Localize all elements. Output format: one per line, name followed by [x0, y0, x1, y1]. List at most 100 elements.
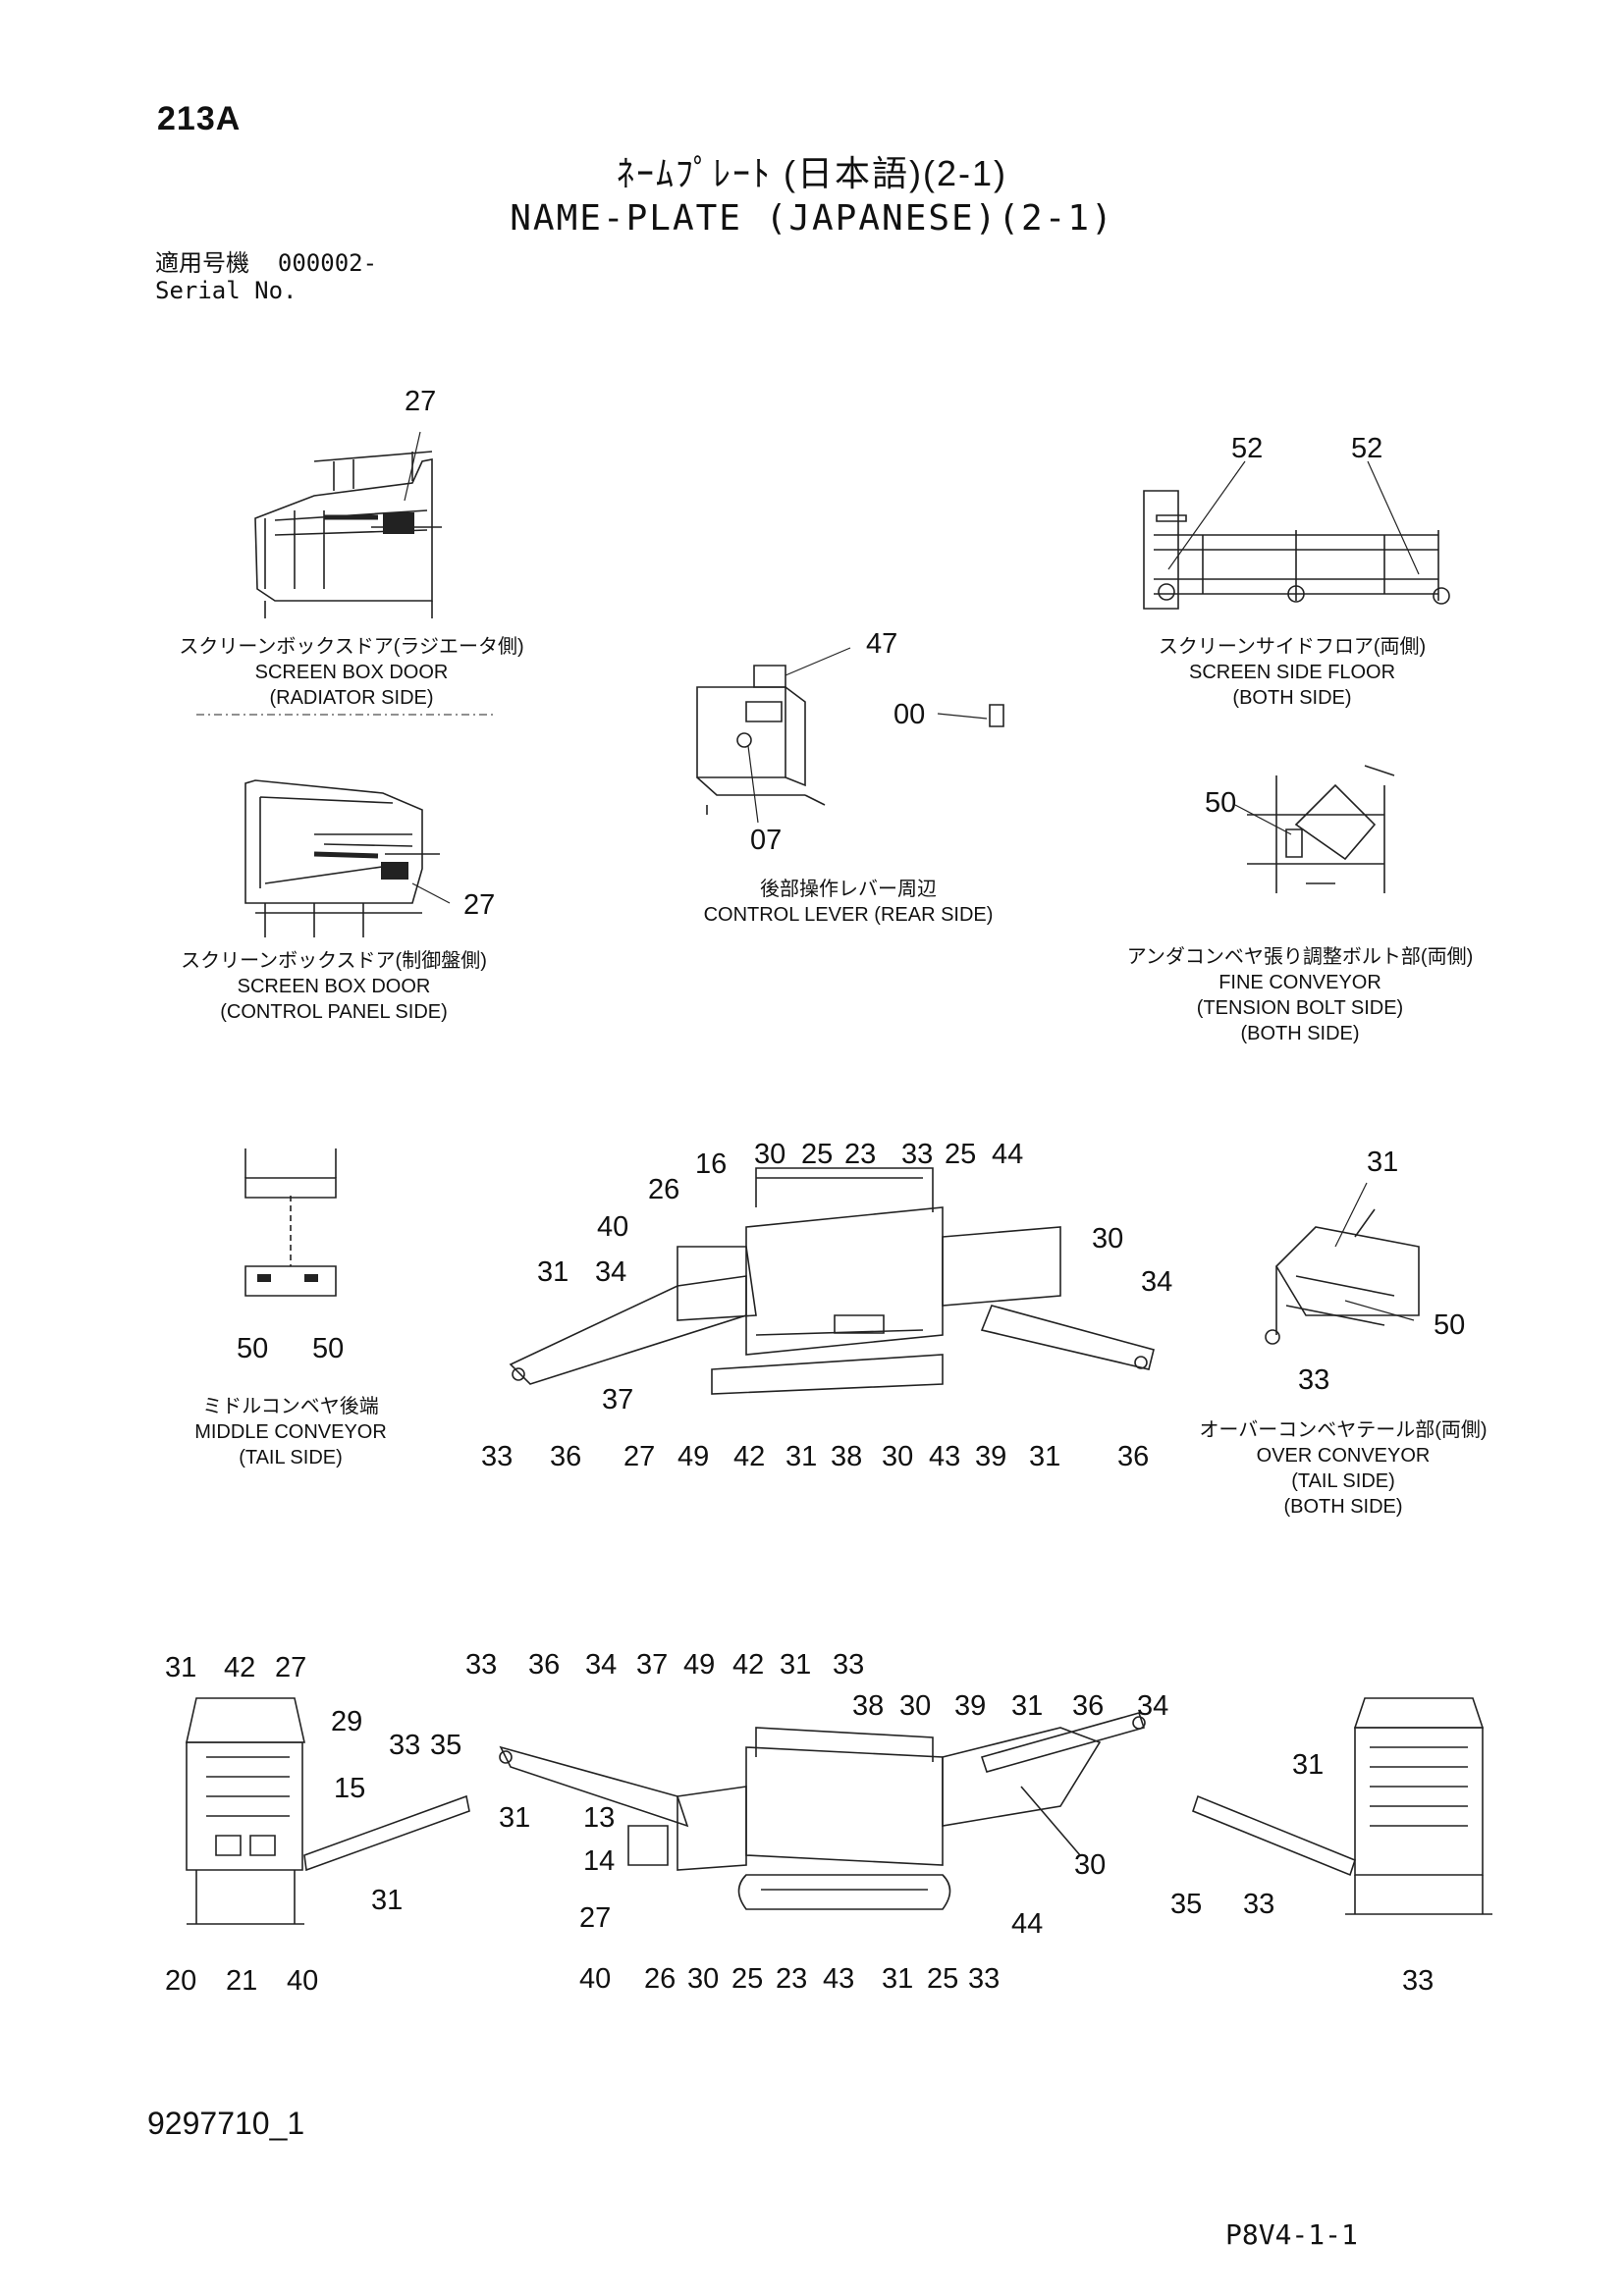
caption-en: MIDDLE CONVEYOR: [194, 1421, 387, 1443]
callout-number: 31: [1011, 1690, 1044, 1722]
caption-en: CONTROL LEVER (REAR SIDE): [703, 904, 994, 926]
callout-number: 33: [465, 1649, 498, 1681]
callout-number: 50: [312, 1333, 345, 1364]
callout-number: 31: [499, 1802, 531, 1834]
callout-number: 36: [1072, 1690, 1105, 1722]
callout-number: 27: [579, 1902, 612, 1934]
caption-fine-conveyor: アンダコンベヤ張り調整ボルト部(両側) FINE CONVEYOR (TENSI…: [1127, 944, 1474, 1046]
callout-number: 33: [1243, 1889, 1275, 1920]
callout-number: 00: [893, 699, 926, 730]
callout-number: 50: [1434, 1309, 1466, 1341]
callout-number: 34: [595, 1256, 627, 1288]
middle-conveyor-drawing: [245, 1148, 336, 1296]
caption-screen-box-radiator: スクリーンボックスドア(ラジエータ側) SCREEN BOX DOOR (RAD…: [179, 634, 523, 711]
caption-en-sub: (CONTROL PANEL SIDE): [220, 1001, 448, 1023]
callout-number: 30: [882, 1441, 914, 1472]
callout-number: 40: [579, 1963, 612, 1995]
callout-number: 07: [750, 825, 783, 856]
callout-number: 13: [583, 1802, 616, 1834]
caption-screen-side-floor: スクリーンサイドフロア(両側) SCREEN SIDE FLOOR (BOTH …: [1159, 634, 1426, 711]
callout-number: 25: [731, 1963, 764, 1995]
callout-number: 38: [831, 1441, 863, 1472]
callout-number: 49: [683, 1649, 716, 1681]
caption-en-sub: (TAIL SIDE): [1291, 1470, 1395, 1492]
callout-number: 14: [583, 1845, 616, 1877]
callout-number: 36: [1117, 1441, 1150, 1472]
serial-label-en: Serial No.: [155, 277, 298, 304]
callout-number: 31: [371, 1885, 404, 1916]
callout-number: 47: [866, 628, 898, 660]
callout-number: 30: [687, 1963, 720, 1995]
caption-control-lever: 後部操作レバー周辺 CONTROL LEVER (REAR SIDE): [704, 877, 994, 928]
callout-number: 36: [550, 1441, 582, 1472]
callout-number: 33: [901, 1139, 934, 1170]
callout-number: 31: [165, 1652, 197, 1683]
callout-number: 37: [602, 1384, 634, 1415]
caption-en-sub: (TAIL SIDE): [239, 1447, 343, 1468]
callout-number: 33: [833, 1649, 865, 1681]
caption-jp: スクリーンボックスドア(ラジエータ側): [179, 636, 524, 658]
callout-number: 25: [801, 1139, 834, 1170]
callout-number: 38: [852, 1690, 885, 1722]
caption-en: SCREEN SIDE FLOOR: [1188, 662, 1396, 683]
callout-number: 50: [1205, 787, 1237, 819]
callout-number: 50: [237, 1333, 269, 1364]
control-lever-drawing: [697, 666, 1003, 815]
over-conveyor-drawing: [1266, 1209, 1419, 1344]
caption-en-sub: (TENSION BOLT SIDE): [1196, 997, 1404, 1019]
caption-jp: ミドルコンベヤ後端: [202, 1396, 379, 1417]
callout-number: 16: [695, 1148, 728, 1180]
callout-number: 44: [992, 1139, 1024, 1170]
caption-jp: 後部操作レバー周辺: [760, 879, 937, 900]
caption-en-sub: (BOTH SIDE): [1232, 687, 1352, 709]
title-japanese: ﾈｰﾑﾌﾟﾚｰﾄ (日本語)(2-1): [617, 153, 1007, 193]
callout-number: 27: [463, 889, 496, 921]
callout-number: 30: [1092, 1223, 1124, 1255]
callout-number: 33: [389, 1730, 421, 1761]
callout-number: 26: [648, 1174, 680, 1205]
front-view-drawing: [187, 1698, 469, 1924]
callout-number: 34: [585, 1649, 618, 1681]
callout-number: 35: [430, 1730, 462, 1761]
callout-number: 42: [224, 1652, 256, 1683]
screen-box-radiator-drawing: [255, 452, 442, 618]
callout-number: 23: [844, 1139, 877, 1170]
callout-number: 30: [1074, 1849, 1107, 1881]
callout-number: 39: [954, 1690, 987, 1722]
callout-number: 29: [331, 1706, 363, 1737]
callout-number: 27: [275, 1652, 307, 1683]
caption-en-sub2: (BOTH SIDE): [1240, 1023, 1360, 1044]
callout-number: 20: [165, 1965, 197, 1997]
callout-number: 35: [1170, 1889, 1203, 1920]
caption-en: SCREEN BOX DOOR: [254, 662, 449, 683]
screen-side-floor-drawing: [1144, 491, 1449, 609]
caption-jp: スクリーンサイドフロア(両側): [1158, 636, 1427, 658]
callout-number: 34: [1141, 1266, 1173, 1298]
serial-label-jp: 適用号機: [155, 249, 249, 277]
callout-number: 34: [1137, 1690, 1169, 1722]
callout-number: 42: [733, 1441, 766, 1472]
callout-number: 44: [1011, 1908, 1044, 1940]
caption-screen-box-control: スクリーンボックスドア(制御盤側) SCREEN BOX DOOR (CONTR…: [181, 948, 487, 1025]
rear-view-drawing: [1193, 1698, 1492, 1914]
caption-en-sub2: (BOTH SIDE): [1283, 1496, 1403, 1518]
callout-number: 23: [776, 1963, 808, 1995]
screen-box-control-drawing: [245, 780, 440, 937]
callout-number: 52: [1231, 433, 1264, 464]
leader-lines: [405, 432, 1419, 1320]
caption-over-conveyor: オーバーコンベヤテール部(両側) OVER CONVEYOR (TAIL SID…: [1199, 1417, 1487, 1520]
callout-number: 42: [732, 1649, 765, 1681]
caption-en: FINE CONVEYOR: [1218, 972, 1381, 993]
callout-number: 25: [945, 1139, 977, 1170]
callout-number: 49: [677, 1441, 710, 1472]
document-number: 9297710_1: [147, 2106, 305, 2141]
callout-number: 27: [405, 386, 437, 417]
serial-value: 000002-: [277, 249, 378, 277]
callout-number: 31: [780, 1649, 812, 1681]
callout-number: 31: [882, 1963, 914, 1995]
callout-number: 31: [537, 1256, 569, 1288]
callout-number: 40: [597, 1211, 629, 1243]
callout-number: 33: [1402, 1965, 1435, 1997]
caption-en: SCREEN BOX DOOR: [237, 976, 431, 997]
